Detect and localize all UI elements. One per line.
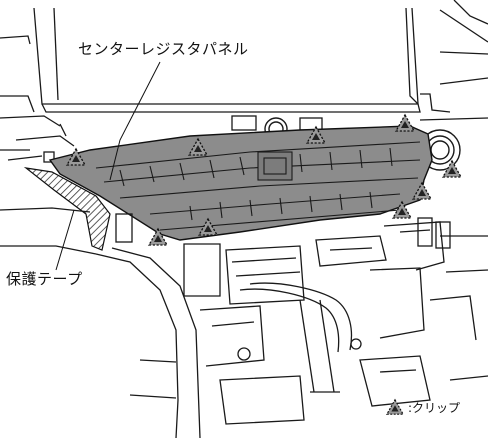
- clip-legend-label: :クリップ: [408, 400, 461, 415]
- protective-tape: [23, 167, 111, 251]
- center-register-panel: [48, 125, 433, 241]
- protective-tape-label: 保護テープ: [6, 270, 83, 288]
- clip-legend: :クリップ: [384, 397, 460, 417]
- clip-icon: [395, 114, 415, 132]
- lower-console: [0, 207, 488, 438]
- clip-triangle-icon: [385, 398, 405, 415]
- center-register-panel-label: センターレジスタパネル: [78, 40, 249, 58]
- upper-dashboard: [0, 0, 488, 163]
- leader-lines: [55, 61, 161, 271]
- display-screen: [33, 7, 421, 113]
